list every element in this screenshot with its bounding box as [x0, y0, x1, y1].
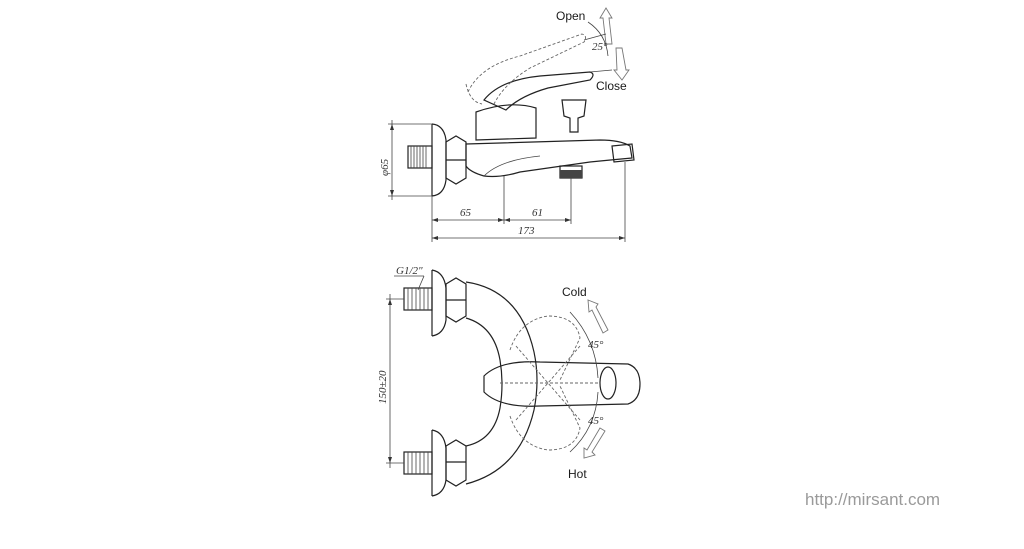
top-lower-flange: [431, 429, 447, 497]
side-diverter-knob: [561, 99, 587, 133]
top-lever-cold-position: [509, 315, 581, 381]
cold-label: Cold: [562, 285, 587, 299]
top-faucet-body: [465, 281, 538, 485]
height-dimension: φ65: [379, 120, 432, 200]
top-view: Cold Hot 45° 45° G1/2" 150±20: [377, 265, 641, 497]
open-label: Open: [556, 9, 585, 23]
top-lower-hex-nut: [445, 439, 467, 487]
height-dim-label: φ65: [379, 158, 391, 176]
length-dimensions: 65 61 173: [431, 162, 626, 242]
side-cartridge-housing: [475, 104, 537, 141]
cold-angle-label: 45°: [588, 339, 604, 351]
top-lever: [483, 361, 641, 407]
side-faucet-body: [465, 139, 633, 178]
watermark-url: http://mirsant.com: [805, 490, 941, 509]
side-lever-closed: [483, 71, 594, 111]
close-arrow: [613, 47, 630, 81]
side-thread-lines: [410, 146, 427, 168]
side-lever-open: [467, 33, 587, 105]
top-diverter-knob: [599, 366, 617, 400]
dim-61-label: 61: [532, 207, 543, 219]
side-wall-flange: [431, 123, 447, 197]
top-upper-hex-nut: [445, 277, 467, 323]
side-view: Open Close 25° φ65 65 61 173: [379, 7, 635, 242]
top-upper-flange: [431, 269, 447, 337]
hot-label: Hot: [568, 467, 587, 481]
hot-angle-label: 45°: [588, 415, 604, 427]
dim-173-label: 173: [518, 225, 535, 237]
side-hex-nut: [445, 135, 467, 185]
lever-angle-label: 25°: [592, 41, 608, 53]
thread-callout: G1/2": [394, 265, 425, 291]
spacing-dim-label: 150±20: [377, 370, 389, 404]
thread-label: G1/2": [396, 265, 423, 277]
side-spout-outlet: [611, 143, 635, 163]
close-label: Close: [596, 79, 627, 93]
dim-65-label: 65: [460, 207, 472, 219]
top-lever-hot-position: [509, 385, 581, 451]
cold-arrow: [587, 299, 609, 334]
hot-arrow: [583, 427, 606, 459]
open-arrow: [599, 7, 613, 45]
spacing-dimension: 150±20: [377, 294, 404, 468]
